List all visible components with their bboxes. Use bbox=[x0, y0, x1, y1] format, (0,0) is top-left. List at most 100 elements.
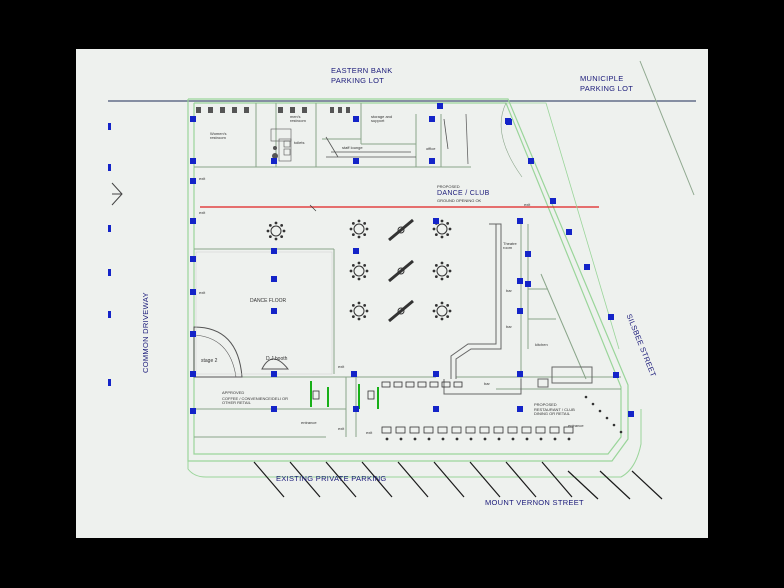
chair bbox=[351, 221, 355, 225]
chair bbox=[351, 263, 355, 267]
driveway-dash bbox=[108, 269, 111, 276]
booth-seat bbox=[381, 381, 391, 388]
chair bbox=[349, 309, 353, 313]
column bbox=[506, 119, 512, 125]
parking-stripe bbox=[325, 461, 357, 498]
booth-seat bbox=[479, 426, 490, 434]
column bbox=[628, 411, 634, 417]
parking-stripe bbox=[599, 470, 631, 500]
chair bbox=[539, 437, 543, 441]
chair bbox=[351, 233, 355, 237]
approved-left-label: APPROVED bbox=[222, 390, 245, 395]
column bbox=[525, 281, 531, 287]
dj-booth bbox=[261, 358, 290, 370]
column bbox=[190, 178, 196, 184]
existing-private-parking-label: EXISTING PRIVATE PARKING bbox=[276, 474, 387, 483]
booth-seat bbox=[405, 381, 415, 388]
parking-stripe bbox=[253, 461, 285, 498]
chair bbox=[446, 233, 450, 237]
exit-label-4: exit bbox=[338, 364, 345, 369]
mount-vernon-street-label: MOUNT VERNON STREET bbox=[485, 498, 584, 507]
curb-line bbox=[187, 409, 642, 478]
storage-label: storage and support bbox=[371, 114, 393, 124]
column bbox=[528, 158, 534, 164]
property-line-right bbox=[639, 60, 695, 196]
column bbox=[190, 371, 196, 377]
chair bbox=[432, 269, 436, 273]
chair bbox=[446, 315, 450, 319]
chair bbox=[612, 423, 616, 427]
chair bbox=[349, 227, 353, 231]
chair bbox=[446, 263, 450, 267]
column bbox=[271, 308, 277, 314]
parking-stripe bbox=[541, 461, 573, 498]
exit-label-7: exit bbox=[524, 202, 531, 207]
exit-label-1: exit bbox=[199, 176, 206, 181]
booth-seat bbox=[437, 426, 448, 434]
chair bbox=[567, 437, 571, 441]
booth-seat bbox=[409, 426, 420, 434]
chair bbox=[280, 235, 284, 239]
booth-seat bbox=[535, 426, 546, 434]
ground-opening-label: GROUND OPENING OK bbox=[437, 198, 482, 203]
chair bbox=[455, 437, 459, 441]
chair bbox=[448, 269, 452, 273]
lounge-sofa bbox=[388, 259, 414, 283]
eastern-bank-label: EASTERN BANK bbox=[331, 66, 393, 75]
column bbox=[353, 248, 359, 254]
parking-stripe bbox=[289, 461, 321, 498]
proposed-right-sub: RESTAURANT / CLUB DINING OR RETAIL bbox=[534, 407, 575, 417]
chair bbox=[440, 301, 444, 305]
bar-label-3: bar bbox=[484, 381, 490, 386]
lounge-table bbox=[397, 267, 405, 275]
chair bbox=[432, 227, 436, 231]
booth-seat bbox=[507, 426, 518, 434]
chair bbox=[598, 409, 602, 413]
common-driveway-label: COMMON DRIVEWAY bbox=[141, 292, 150, 373]
chair bbox=[434, 275, 438, 279]
column bbox=[584, 264, 590, 270]
column bbox=[437, 103, 443, 109]
column bbox=[271, 248, 277, 254]
column bbox=[190, 256, 196, 262]
chair bbox=[511, 437, 515, 441]
driveway-dash bbox=[108, 225, 111, 232]
chair bbox=[441, 437, 445, 441]
chair bbox=[357, 261, 361, 265]
booth-seat bbox=[563, 426, 574, 434]
chair bbox=[385, 437, 389, 441]
chair bbox=[365, 309, 369, 313]
round-table bbox=[436, 223, 448, 235]
chair bbox=[434, 263, 438, 267]
stage-label: stage 2 bbox=[201, 358, 218, 364]
column bbox=[190, 116, 196, 122]
bar-counters bbox=[443, 223, 593, 395]
column bbox=[517, 406, 523, 412]
column bbox=[429, 158, 435, 164]
restroom-fixtures bbox=[196, 107, 350, 162]
column bbox=[190, 289, 196, 295]
street-columns bbox=[506, 119, 634, 417]
chair bbox=[363, 275, 367, 279]
staff-counters bbox=[325, 113, 469, 165]
round-table bbox=[436, 305, 448, 317]
chair bbox=[357, 277, 361, 281]
round-table bbox=[353, 305, 365, 317]
column bbox=[190, 331, 196, 337]
booth-seat bbox=[441, 381, 451, 388]
floor-plan-sheet: EASTERN BANK PARKING LOT MUNICIPLE PARKI… bbox=[76, 49, 708, 538]
column bbox=[433, 406, 439, 412]
column bbox=[429, 116, 435, 122]
column bbox=[517, 278, 523, 284]
round-table bbox=[270, 225, 282, 237]
booth-seat bbox=[549, 426, 560, 434]
womens-restroom-label: Women's restroom bbox=[210, 131, 227, 141]
booth-seat bbox=[453, 381, 463, 388]
chair bbox=[357, 219, 361, 223]
chair bbox=[363, 303, 367, 307]
chair bbox=[605, 416, 609, 420]
chair bbox=[363, 233, 367, 237]
chair bbox=[351, 315, 355, 319]
mens-restroom-label: men's restroom bbox=[290, 114, 306, 124]
column bbox=[271, 406, 277, 412]
